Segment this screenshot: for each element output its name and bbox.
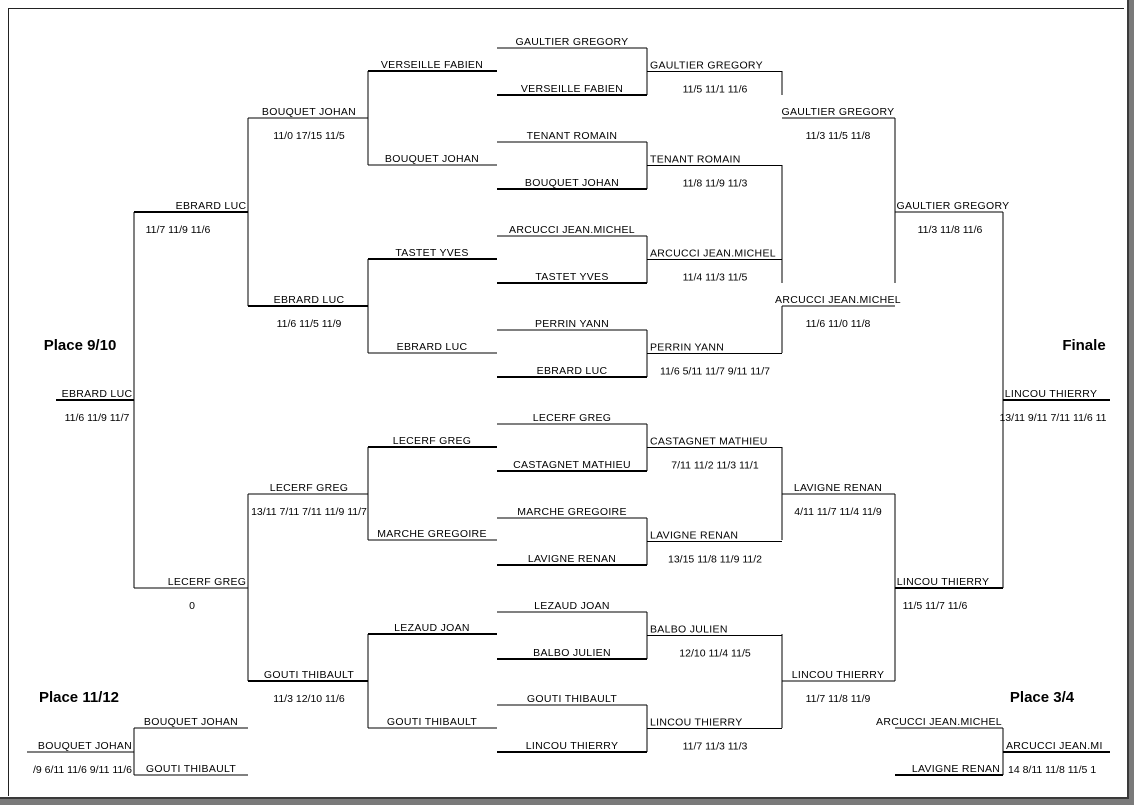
player-name: EBRARD LUC	[274, 294, 345, 306]
heading-place-9-10: Place 9/10	[44, 337, 117, 354]
match-score: 11/3 11/5 11/8	[806, 130, 871, 142]
player-name: BOUQUET JOHAN	[385, 153, 479, 165]
match-score: 11/5 11/1 11/6	[683, 84, 748, 96]
match-score: 11/7 11/3 11/3	[683, 741, 748, 753]
player-name: GAULTIER GREGORY	[782, 106, 895, 118]
match-score: 11/6 11/0 11/8	[806, 318, 871, 330]
match-score: 11/3 12/10 11/6	[273, 693, 345, 705]
player-name: VERSEILLE FABIEN	[381, 59, 483, 71]
match-score: 14 8/11 11/8 11/5 1	[1008, 764, 1096, 776]
match-score: 0	[189, 600, 195, 612]
player-name: GOUTI THIBAULT	[387, 716, 477, 728]
player-name: GAULTIER GREGORY	[516, 36, 629, 48]
player-name: EBRARD LUC	[62, 388, 133, 400]
winner-name: TENANT ROMAIN	[650, 154, 741, 166]
match-score: 11/3 11/8 11/6	[918, 224, 983, 236]
player-name: ARCUCCI JEAN.MICHEL	[509, 224, 635, 236]
heading-place-3-4: Place 3/4	[1010, 689, 1075, 706]
match-score: 11/5 11/7 11/6	[903, 600, 968, 612]
match-score: 11/7 11/8 11/9	[806, 693, 871, 705]
player-name: LEZAUD JOAN	[534, 600, 610, 612]
match-score: 13/11 7/11 7/11 11/9 11/7	[251, 506, 367, 518]
player-name: LAVIGNE RENAN	[794, 482, 882, 494]
player-name: EBRARD LUC	[537, 365, 608, 377]
heading-place-11-12: Place 11/12	[39, 689, 119, 706]
match-score: 11/6 5/11 11/7 9/11 11/7	[660, 366, 770, 378]
player-name: LAVIGNE RENAN	[912, 763, 1000, 775]
player-name: BOUQUET JOHAN	[262, 106, 356, 118]
player-name: GOUTI THIBAULT	[264, 669, 354, 681]
match-score: /9 6/11 11/6 9/11 11/6	[33, 764, 132, 776]
player-name: LINCOU THIERRY	[1005, 388, 1098, 400]
player-name: GAULTIER GREGORY	[897, 200, 1010, 212]
player-name: GOUTI THIBAULT	[146, 763, 236, 775]
winner-name: CASTAGNET MATHIEU	[650, 436, 768, 448]
player-name: PERRIN YANN	[535, 318, 609, 330]
player-name: LINCOU THIERRY	[792, 669, 885, 681]
match-score: 11/6 11/9 11/7	[65, 412, 130, 424]
match-score: 12/10 11/4 11/5	[679, 648, 751, 660]
player-name: VERSEILLE FABIEN	[521, 83, 623, 95]
player-name: ARCUCCI JEAN.MICHEL	[876, 716, 1002, 728]
winner-name: ARCUCCI JEAN.MICHEL	[650, 248, 776, 260]
winner-name: BALBO JULIEN	[650, 624, 728, 636]
match-score: 11/7 11/9 11/6	[146, 224, 211, 236]
player-name: TASTET YVES	[395, 247, 468, 259]
player-name: BOUQUET JOHAN	[525, 177, 619, 189]
player-name: BOUQUET JOHAN	[144, 716, 238, 728]
winner-name: PERRIN YANN	[650, 342, 724, 354]
player-name: CASTAGNET MATHIEU	[513, 459, 631, 471]
player-name: TASTET YVES	[535, 271, 608, 283]
heading-finale: Finale	[1062, 337, 1105, 354]
player-name: LAVIGNE RENAN	[528, 553, 616, 565]
player-name: EBRARD LUC	[176, 200, 247, 212]
match-score: 11/8 11/9 11/3	[683, 178, 748, 190]
player-name: LINCOU THIERRY	[897, 576, 990, 588]
match-score: 13/15 11/8 11/9 11/2	[668, 554, 762, 566]
winner-name: LAVIGNE RENAN	[650, 530, 738, 542]
match-score: 7/11 11/2 11/3 11/1	[671, 460, 759, 472]
player-name: LECERF GREG	[270, 482, 349, 494]
sheet-frame	[8, 8, 1124, 796]
match-score: 11/0 17/15 11/5	[273, 130, 345, 142]
player-name: LECERF GREG	[168, 576, 247, 588]
player-name: LEZAUD JOAN	[394, 622, 470, 634]
player-name: ARCUCCI JEAN.MI	[1006, 740, 1103, 752]
match-score: 4/11 11/7 11/4 11/9	[794, 506, 882, 518]
match-score: 11/4 11/3 11/5	[683, 272, 748, 284]
match-score: 11/6 11/5 11/9	[277, 318, 342, 330]
player-name: EBRARD LUC	[397, 341, 468, 353]
player-name: LECERF GREG	[393, 435, 472, 447]
winner-name: GAULTIER GREGORY	[650, 60, 763, 72]
player-name: GOUTI THIBAULT	[527, 693, 617, 705]
player-name: TENANT ROMAIN	[527, 130, 618, 142]
player-name: LECERF GREG	[533, 412, 612, 424]
player-name: ARCUCCI JEAN.MICHEL	[775, 294, 901, 306]
match-score: 13/11 9/11 7/11 11/6 11	[999, 412, 1106, 424]
player-name: MARCHE GREGOIRE	[377, 528, 487, 540]
player-name: LINCOU THIERRY	[526, 740, 619, 752]
winner-name: LINCOU THIERRY	[650, 717, 743, 729]
player-name: BOUQUET JOHAN	[38, 740, 132, 752]
player-name: MARCHE GREGOIRE	[517, 506, 627, 518]
player-name: BALBO JULIEN	[533, 647, 611, 659]
